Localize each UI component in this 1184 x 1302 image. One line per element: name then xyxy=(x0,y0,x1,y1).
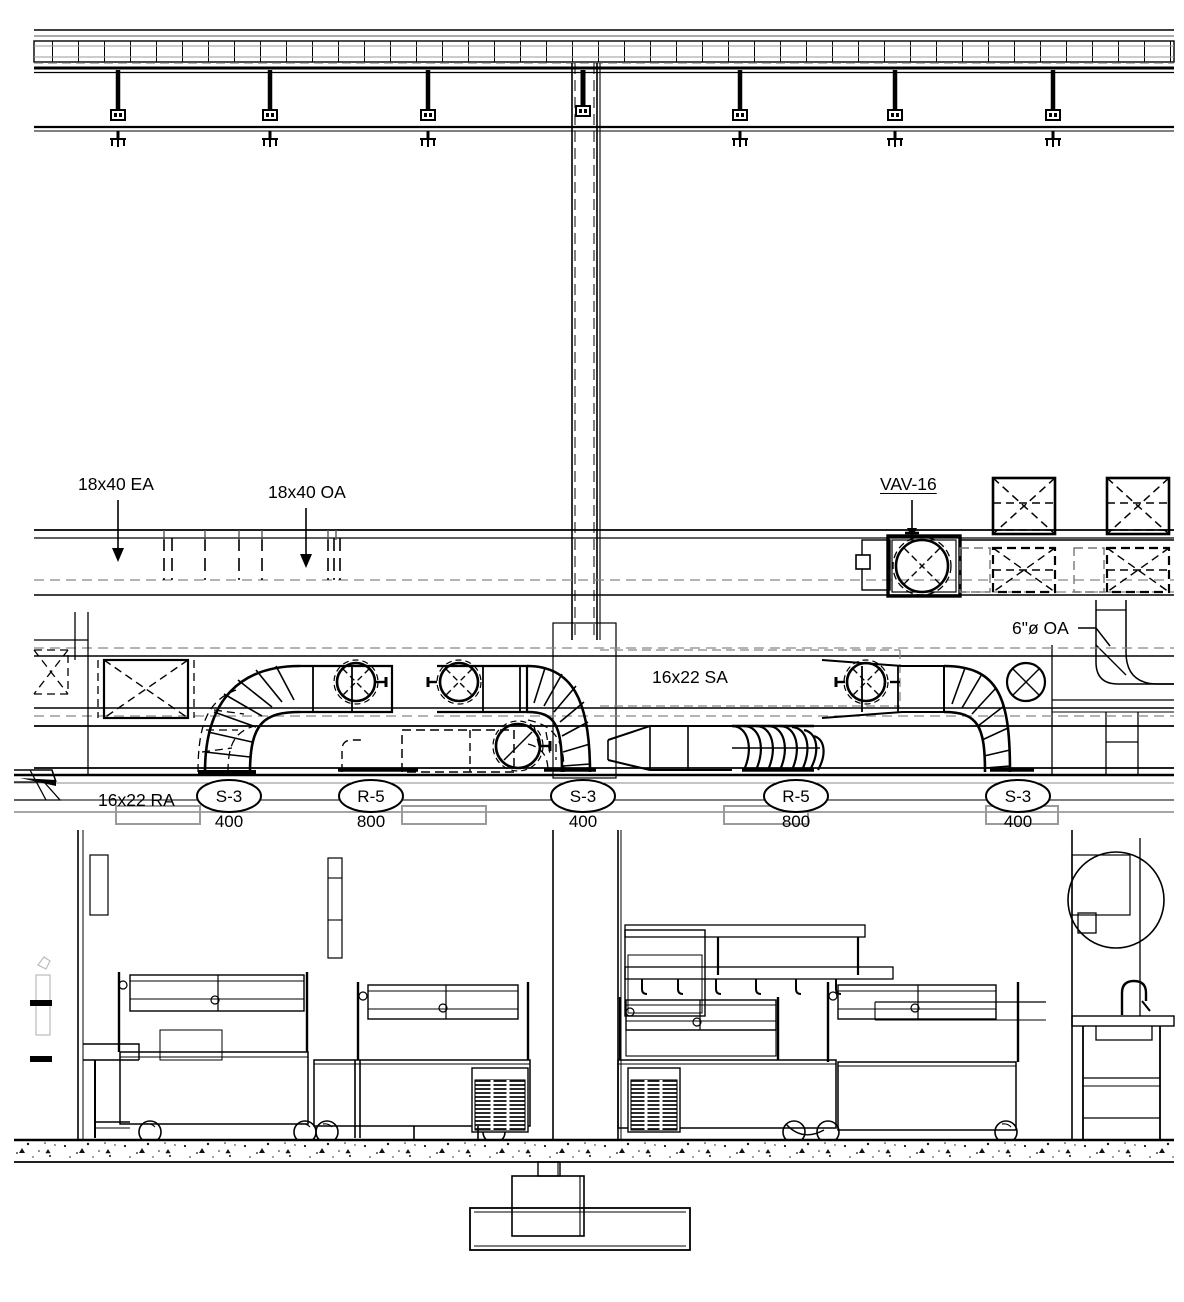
flex-duct-elbow-1 xyxy=(197,659,394,774)
diffuser-tag-cfm-2: 800 xyxy=(356,812,386,831)
diffuser-tag-cfm-4: 800 xyxy=(781,812,811,831)
duct-label-18x40-oa: 18x40 OA xyxy=(268,482,346,502)
duct-label-16x22-sa: 16x22 SA xyxy=(652,667,728,687)
flex-duct-elbow-2 xyxy=(426,659,596,773)
duct-label-18x40-ea: 18x40 EA xyxy=(78,474,154,494)
ceiling-grilles-upper-right xyxy=(959,476,1171,594)
hanger-rods xyxy=(110,70,1061,147)
roof-structure xyxy=(33,29,1175,132)
ceiling-grille-left xyxy=(33,612,195,775)
diffuser-tag-bubbles xyxy=(196,779,1051,813)
diffuser-tag-type-1: S-3 xyxy=(215,787,243,806)
vav-terminal-box xyxy=(855,534,1174,598)
outdoor-air-riser xyxy=(1051,600,1174,775)
floor-slab xyxy=(14,1138,1174,1163)
flex-duct-horizontal xyxy=(607,724,825,772)
diffuser-tag-cfm-5: 400 xyxy=(1003,812,1033,831)
supply-air-duct xyxy=(34,647,1174,769)
diffuser-tag-cfm-3: 400 xyxy=(568,812,598,831)
duct-label-6in-oa: 6"ø OA xyxy=(1012,618,1069,638)
kitchen-equipment xyxy=(83,838,1175,1144)
return-air-boot-1 xyxy=(338,720,552,773)
flex-duct-elbow-right xyxy=(821,659,1047,773)
equipment-label-vav-16: VAV-16 xyxy=(880,474,937,494)
structural-column xyxy=(552,63,617,779)
concrete-footing xyxy=(469,1161,691,1251)
diffuser-tag-type-5: S-3 xyxy=(1004,787,1032,806)
diffuser-tag-type-4: R-5 xyxy=(782,787,810,806)
diffuser-tag-cfm-1: 400 xyxy=(214,812,244,831)
diffuser-tag-type-2: R-5 xyxy=(357,787,385,806)
exhaust-outdoor-air-duct xyxy=(34,529,1174,596)
duct-label-16x22-ra: 16x22 RA xyxy=(98,790,175,810)
diffuser-tag-type-3: S-3 xyxy=(569,787,597,806)
annotation-leaders xyxy=(112,500,1111,647)
